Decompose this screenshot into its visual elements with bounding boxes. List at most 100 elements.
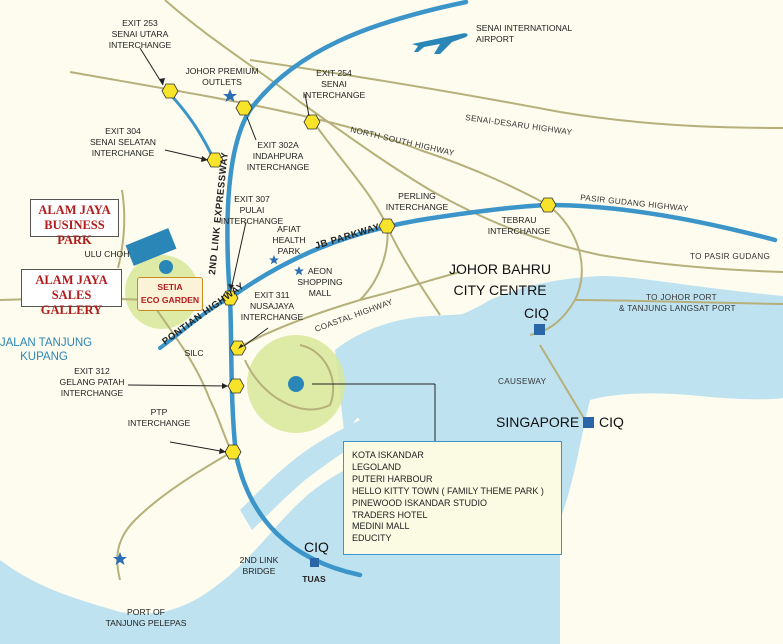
ptp-label: INTERCHANGE (128, 418, 191, 428)
exit-254-label: SENAI (321, 79, 347, 89)
exit-312-label: EXIT 312 (74, 366, 110, 376)
afiat-label: AFIAT (277, 224, 301, 234)
ciq-jb-marker (534, 324, 545, 335)
star-icon (269, 255, 279, 265)
exit-304-label: EXIT 304 (105, 126, 141, 136)
exit-311-label: NUSAJAYA (250, 301, 294, 311)
premium-outlets-label: OUTLETS (202, 77, 242, 87)
afiat-label: PARK (278, 246, 301, 256)
attraction-item: PINEWOOD ISKANDAR STUDIO (352, 497, 488, 508)
jb-city-label: JOHOR BAHRU (449, 261, 551, 277)
exit-307-label: INTERCHANGE (221, 216, 284, 226)
perling-label: PERLING (398, 191, 436, 201)
interchange-senai (303, 114, 321, 130)
tuas-label: TUAS (302, 574, 326, 584)
exit-312-label: GELANG PATAH (60, 377, 125, 387)
iskandar-loop (244, 344, 335, 411)
senai-desaru-label: SENAI-DESARU HIGHWAY (465, 113, 573, 137)
sales-gallery-line-1: ALAM JAYA (35, 273, 108, 287)
pointer-arrow (159, 78, 165, 85)
alam-jaya-business-park-box[interactable]: ALAM JAYA BUSINESS PARK (30, 199, 119, 247)
iskandar-attractions-box: KOTA ISKANDAR LEGOLAND PUTERI HARBOUR HE… (343, 441, 562, 555)
exit-304-label: INTERCHANGE (92, 148, 155, 158)
star-icon (294, 266, 304, 276)
exit-253-label: EXIT 253 (122, 18, 158, 28)
interchange-pulai (221, 290, 239, 306)
ciq-tuas-marker (310, 558, 319, 567)
ciq-sg-marker (583, 417, 594, 428)
jb-city-label: CITY CENTRE (453, 282, 546, 298)
ulu-choh-label: ULU CHOH (85, 249, 130, 259)
pointer-arrow (201, 156, 208, 162)
port-ptp-label: TANJUNG PELEPAS (106, 618, 187, 628)
business-park-line-1: ALAM JAYA (38, 203, 111, 217)
ciq-jb-label: CIQ (524, 305, 549, 321)
ptp-label: PTP (151, 407, 168, 417)
jb-parkway-label: JB PARKWAY (314, 222, 382, 252)
to-johor-port-label: & TANJUNG LANGSAT PORT (619, 304, 736, 313)
port-ptp-label: PORT OF (127, 607, 165, 617)
ulu-choh-road (117, 189, 126, 269)
singapore-label: SINGAPORE (496, 414, 579, 430)
pointer-arrow (228, 284, 234, 290)
exit-254-label: INTERCHANGE (303, 90, 366, 100)
causeway-road (539, 344, 586, 421)
exit-302a-label: EXIT 302A (257, 140, 299, 150)
exit-311-label: INTERCHANGE (241, 312, 304, 322)
aeon-label: MALL (309, 288, 332, 298)
to-pasir-gudang-label: TO PASIR GUDANG (690, 252, 770, 261)
perling-label: INTERCHANGE (386, 202, 449, 212)
alam-jaya-sales-gallery-box[interactable]: ALAM JAYA SALES GALLERY (21, 269, 122, 317)
business-park-marker (125, 228, 177, 266)
exit-304-label: SENAI SELATAN (90, 137, 156, 147)
attraction-item: KOTA ISKANDAR (352, 450, 424, 460)
silc-label: SILC (184, 348, 203, 358)
bridge-label: 2ND LINK (240, 555, 279, 565)
ciq-tuas-label: CIQ (304, 539, 329, 555)
setia-line-2: ECO GARDEN (140, 295, 200, 305)
interchange-senai-utara (161, 83, 179, 99)
pointer-arrow (219, 448, 226, 454)
tebrau-loop (529, 204, 583, 336)
causeway-label: CAUSEWAY (498, 377, 547, 386)
bridge-label: BRIDGE (243, 566, 276, 576)
exit-302a-label: INTERCHANGE (247, 162, 310, 172)
afiat-label: HEALTH (272, 235, 305, 245)
attraction-item: MEDINI MALL (352, 521, 410, 532)
pointer-arrow (222, 383, 228, 389)
exit-311-label: EXIT 311 (254, 290, 289, 300)
aeon-label: AEON (308, 266, 332, 276)
interchange-senai-selatan (206, 152, 224, 168)
jalan-tanjung-label: KUPANG (20, 351, 68, 363)
interchange-nusajaya (229, 340, 247, 356)
star-icon (113, 552, 127, 565)
to-johor-port-label: TO JOHOR PORT (646, 293, 717, 302)
tebrau-label: TEBRAU (502, 215, 537, 225)
exit-253-label: SENAI UTARA (112, 29, 169, 39)
interchange-gelang-patah (227, 378, 245, 394)
iskandar-marker (288, 376, 304, 392)
senai-utara-spur (166, 90, 216, 162)
tebrau-label: INTERCHANGE (488, 226, 551, 236)
premium-outlets-label: JOHOR PREMIUM (185, 66, 258, 76)
business-park-line-2: BUSINESS PARK (44, 218, 105, 247)
silc-road (149, 299, 233, 453)
jb-parkway (227, 202, 778, 301)
interchange-perling (378, 218, 396, 234)
pontian-highway (158, 296, 232, 350)
pulai-river (240, 420, 365, 530)
port-road (574, 299, 783, 305)
interchange-ptp (224, 444, 242, 460)
exit-307-label: PULAI (240, 205, 265, 215)
ciq-sg-label: CIQ (599, 414, 624, 430)
exit-253-label: INTERCHANGE (109, 40, 172, 50)
sales-gallery-marker (159, 260, 173, 274)
exit-307-label: EXIT 307 (234, 194, 270, 204)
senai-desaru-highway (249, 59, 783, 129)
pointer-arrow (238, 344, 244, 349)
exit-254-label: EXIT 254 (316, 68, 352, 78)
setia-eco-garden-box[interactable]: SETIA ECO GARDEN (137, 277, 203, 311)
ptp-road (116, 451, 233, 581)
aeon-label: SHOPPING (297, 277, 343, 287)
